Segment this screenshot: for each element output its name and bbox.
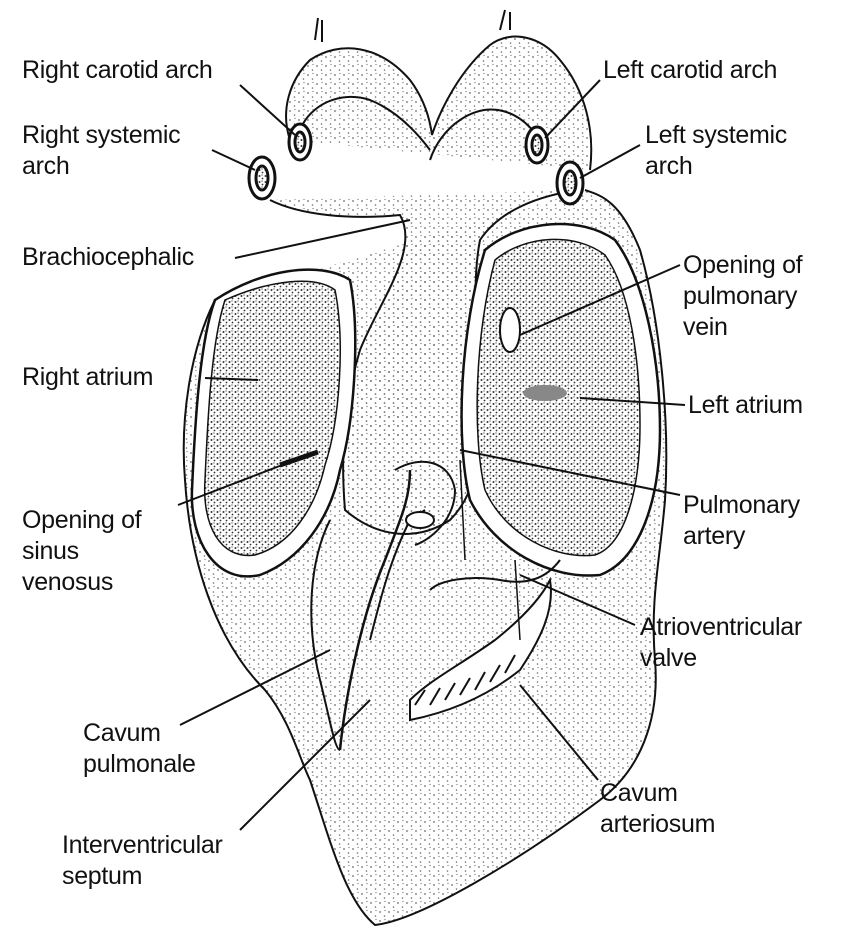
label-right-carotid-arch: Right carotid arch	[22, 55, 213, 86]
label-opening-sinus-venosus: Opening of sinus venosus	[22, 505, 141, 598]
label-right-systemic-arch: Right systemic arch	[22, 120, 180, 182]
label-left-atrium: Left atrium	[688, 390, 803, 421]
leader-right-systemic-arch	[212, 150, 255, 170]
label-brachiocephalic: Brachiocephalic	[22, 242, 194, 273]
label-left-systemic-arch: Left systemic arch	[645, 120, 787, 182]
label-cavum-pulmonale: Cavum pulmonale	[83, 718, 196, 780]
label-atrioventricular-valve: Atrioventricular valve	[640, 612, 802, 674]
label-cavum-arteriosum: Cavum arteriosum	[600, 778, 715, 840]
label-interventricular-septum: Interventricular septum	[62, 830, 223, 892]
label-left-carotid-arch: Left carotid arch	[603, 55, 777, 86]
label-pulmonary-artery: Pulmonary artery	[683, 490, 800, 552]
label-opening-pulmonary-vein: Opening of pulmonary vein	[683, 250, 802, 343]
left-atrium-chamber	[462, 224, 660, 576]
label-right-atrium: Right atrium	[22, 362, 153, 393]
